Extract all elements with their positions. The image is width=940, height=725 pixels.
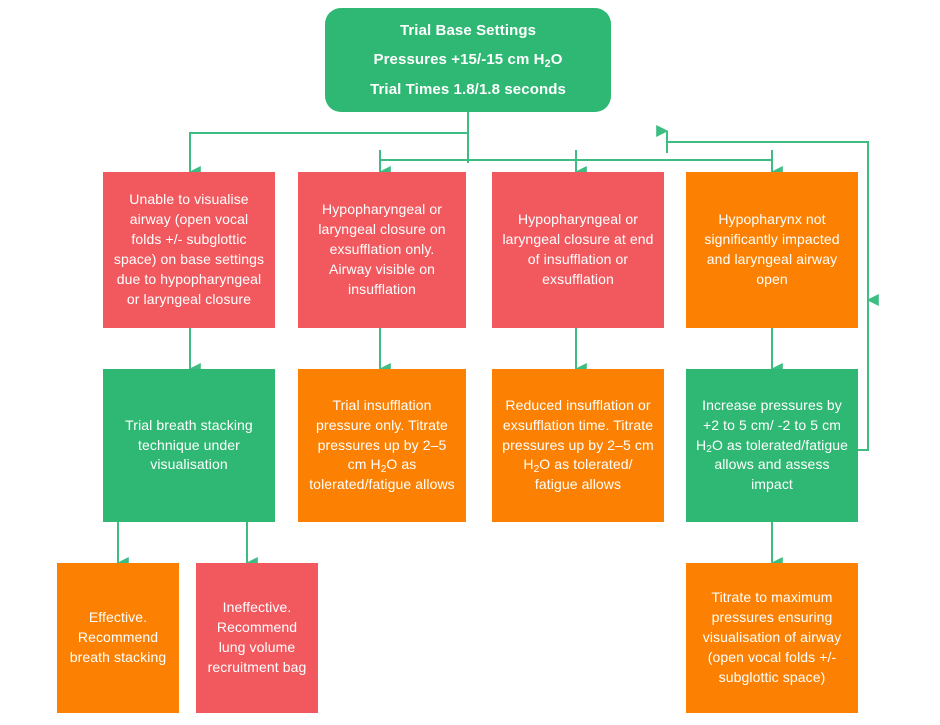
action-1-text: Trial breath stacking technique under vi… [125,416,253,473]
node-action-3: Reduced insufflation or exsufflation tim… [492,369,664,522]
node-action-2: Trial insufflation pressure only. Titrat… [298,369,466,522]
branch-bus-left [189,132,468,160]
finding-4-text: Hypopharynx not significantly impacted a… [704,211,840,287]
action-4-text: Increase pressures by +2 to 5 cm/ -2 to … [696,396,848,493]
finding-1-text: Unable to visualise airway (open vocal f… [113,191,265,307]
node-action-1: Trial breath stacking technique under vi… [103,369,275,522]
action-2-text: Trial insufflation pressure only. Titrat… [309,396,455,493]
action-3-text: Reduced insufflation or exsufflation tim… [502,396,654,493]
trial-base-settings-text: Trial Base Settings Pressures +15/-15 cm… [370,22,566,98]
node-outcome-effective: Effective. Recommend breath stacking [57,563,179,713]
node-trial-base-settings: Trial Base Settings Pressures +15/-15 cm… [325,8,611,112]
finding-3-text: Hypopharyngeal or laryngeal closure at e… [502,211,654,287]
node-finding-2: Hypopharyngeal or laryngeal closure on e… [298,172,466,328]
node-outcome-ineffective: Ineffective. Recommend lung volume recru… [196,563,318,713]
node-outcome-titrate-max: Titrate to maximum pressures ensuring vi… [686,563,858,713]
node-action-4: Increase pressures by +2 to 5 cm/ -2 to … [686,369,858,522]
finding-2-text: Hypopharyngeal or laryngeal closure on e… [318,201,446,297]
node-finding-1: Unable to visualise airway (open vocal f… [103,172,275,328]
node-finding-3: Hypopharyngeal or laryngeal closure at e… [492,172,664,328]
outcome-effective-text: Effective. Recommend breath stacking [69,609,167,665]
outcome-titrate-max-text: Titrate to maximum pressures ensuring vi… [702,589,842,685]
outcome-ineffective-text: Ineffective. Recommend lung volume recru… [207,599,307,675]
node-finding-4: Hypopharynx not significantly impacted a… [686,172,858,328]
